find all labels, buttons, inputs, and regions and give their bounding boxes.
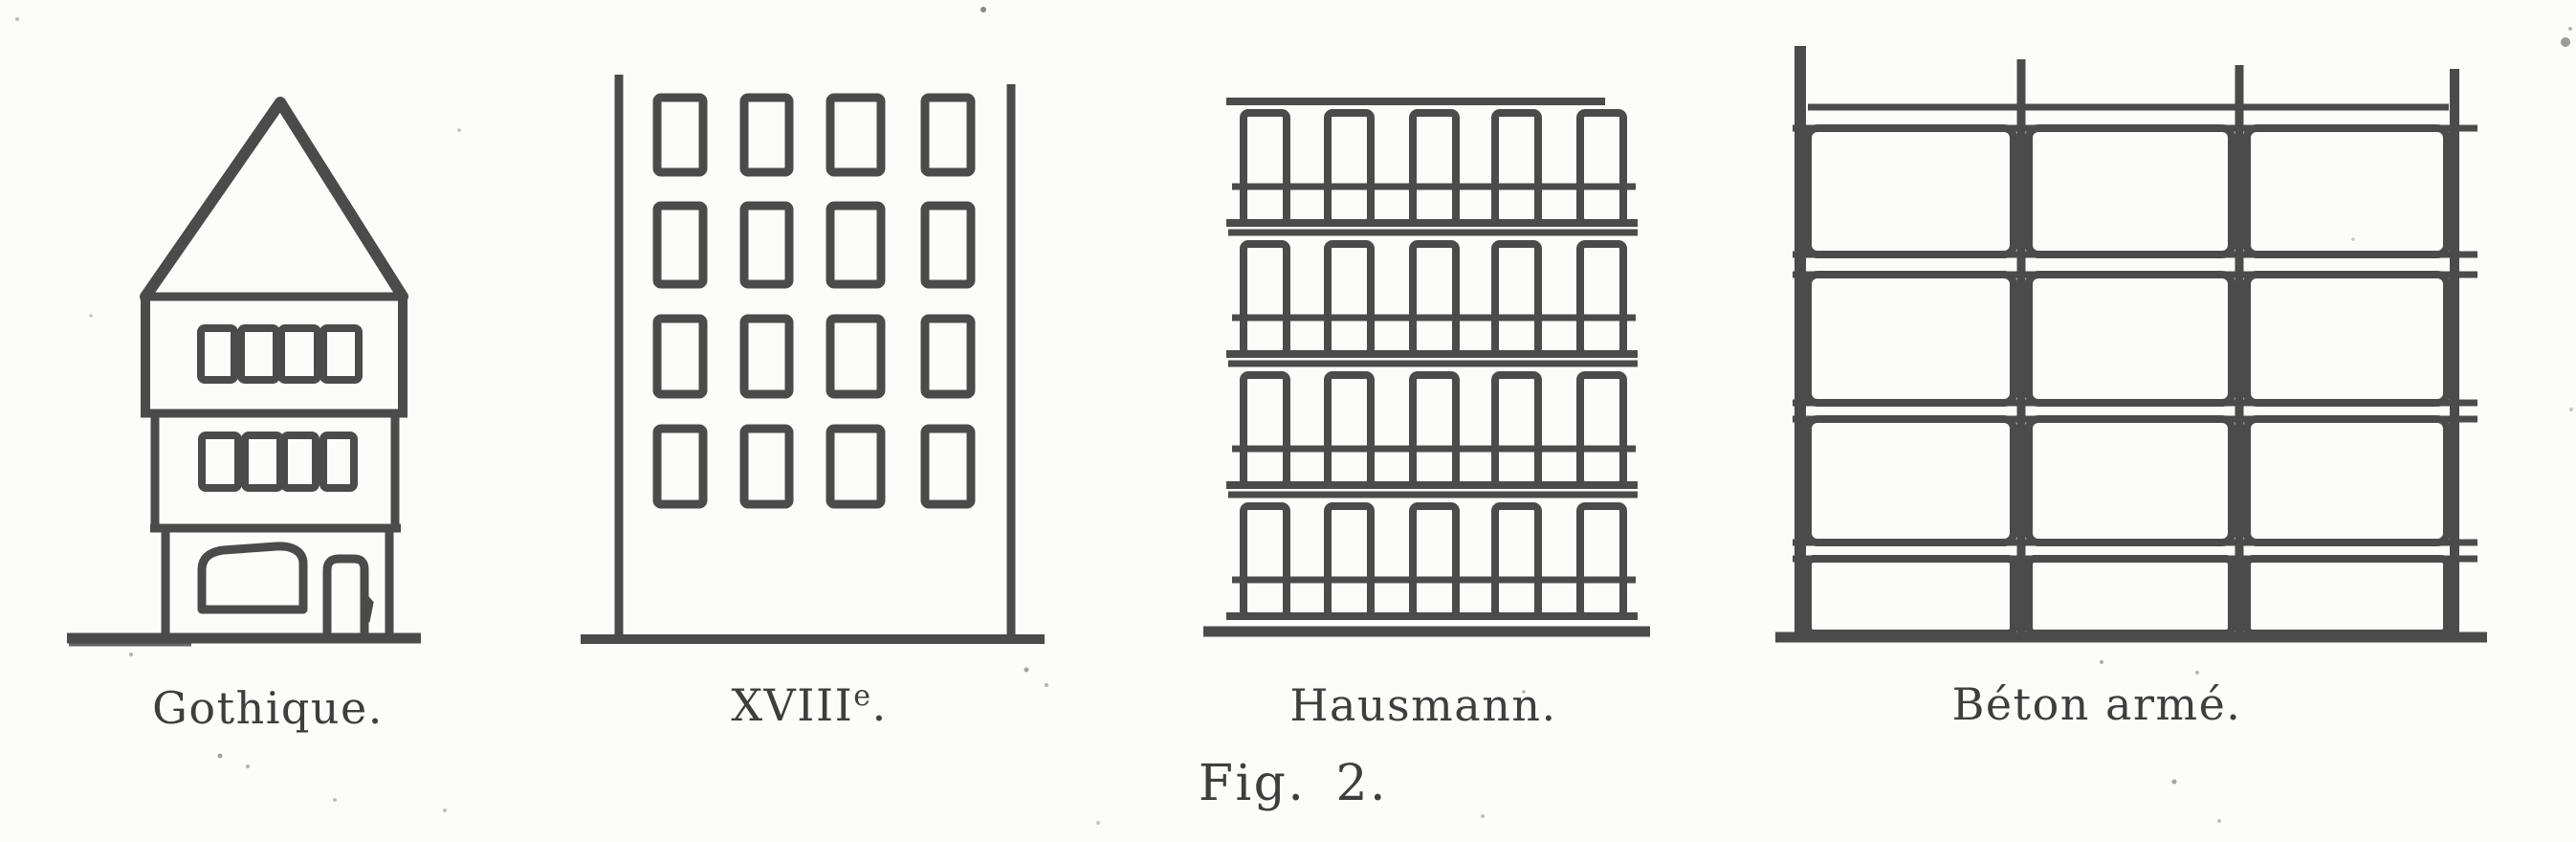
scan-speckle	[246, 764, 250, 768]
hausmann-window	[1491, 371, 1542, 489]
hausmann-window	[1240, 371, 1290, 489]
xviii-window	[739, 314, 794, 399]
hausmann-window	[1324, 109, 1375, 227]
label-gothique: Gothique.	[152, 682, 384, 734]
xviii-window	[826, 201, 886, 289]
beton-bay	[2025, 555, 2235, 637]
scan-speckle	[217, 753, 223, 759]
gothique-door-handle	[363, 593, 374, 623]
hausmann-window	[1324, 502, 1375, 620]
xviii-window	[739, 424, 794, 509]
gothique-window	[241, 432, 284, 492]
scan-speckle	[2561, 37, 2570, 47]
gothique-window	[280, 432, 319, 492]
scan-speckle	[2171, 779, 2177, 785]
xviii-window	[739, 93, 794, 177]
beton-bay	[1804, 415, 2017, 546]
hausmann-window	[1240, 502, 1290, 620]
scan-speckle	[1481, 814, 1485, 818]
gothique-building	[67, 97, 421, 647]
gothique-window	[198, 432, 242, 492]
scan-speckle	[1522, 690, 1526, 694]
beton-bay	[2025, 271, 2235, 407]
beton-bay	[2243, 555, 2451, 637]
hausmann-window	[1324, 371, 1375, 489]
beton-bay	[2025, 415, 2235, 546]
xviii-window	[920, 424, 976, 509]
scan-speckle	[1096, 821, 1100, 825]
beton-bay	[2243, 124, 2451, 258]
scan-speckle	[2351, 237, 2355, 241]
xviii-window	[826, 93, 886, 177]
scan-speckle	[2100, 660, 2103, 664]
gothique-roof	[140, 97, 408, 302]
xviii-window	[652, 201, 708, 289]
scan-speckle	[2195, 671, 2199, 675]
hausmann-window	[1409, 109, 1460, 227]
scan-speckle	[2568, 27, 2572, 31]
xviii-window	[652, 424, 708, 509]
beton-bay	[2243, 271, 2451, 407]
hausmann-window	[1240, 240, 1290, 358]
hausmann-building	[1203, 98, 1650, 637]
xviii-window	[652, 314, 708, 399]
hausmann-window	[1576, 240, 1627, 358]
xviii-window	[826, 424, 886, 509]
scan-speckles	[15, 7, 2573, 825]
xviii-window	[652, 93, 708, 177]
label-hausmann: Hausmann.	[1289, 679, 1556, 731]
xviii-window	[920, 201, 976, 289]
hausmann-window	[1409, 240, 1460, 358]
gothique-window	[277, 324, 321, 384]
figure-caption: Fig. 2.	[1199, 755, 1388, 812]
scan-speckle	[457, 128, 461, 132]
label-xviii: XVIIIe.	[731, 679, 887, 731]
scan-speckle	[2217, 819, 2221, 823]
hausmann-window	[1324, 240, 1375, 358]
label-xviii-period: .	[872, 679, 888, 731]
label-xviii-main: XVIII	[731, 679, 853, 731]
figure-labels: Gothique. XVIIIe. Hausmann. Béton armé. …	[152, 678, 2242, 812]
beton-bay	[2025, 124, 2235, 258]
beton-bay	[2243, 415, 2451, 546]
xviii-building	[581, 75, 1045, 644]
hausmann-window	[1491, 502, 1542, 620]
gothique-window	[319, 432, 358, 492]
hausmann-window	[1576, 371, 1627, 489]
scan-speckle	[980, 7, 986, 12]
hausmann-window	[1576, 109, 1627, 227]
gothique-window	[197, 324, 238, 384]
gothique-shop-window	[197, 542, 308, 614]
gothique-window	[319, 324, 363, 384]
scan-speckle	[89, 314, 93, 318]
hausmann-window	[1491, 109, 1542, 227]
xviii-window	[826, 314, 886, 399]
scan-speckle	[443, 809, 447, 812]
label-xviii-superscript: e	[853, 679, 871, 713]
hausmann-window	[1576, 502, 1627, 620]
hausmann-window	[1409, 371, 1460, 489]
xviii-window	[920, 314, 976, 399]
scan-speckle	[333, 798, 337, 802]
gothique-door	[322, 554, 369, 638]
scan-speckle	[1024, 667, 1029, 673]
hausmann-window	[1491, 240, 1542, 358]
scan-speckle	[1045, 683, 1048, 687]
gothique-window	[237, 324, 280, 384]
label-beton-arme: Béton armé.	[1952, 678, 2242, 730]
beton-bay	[1804, 555, 2017, 637]
scan-speckle	[15, 17, 19, 21]
hausmann-window	[1240, 109, 1290, 227]
xviii-window	[920, 93, 976, 177]
hausmann-window	[1409, 502, 1460, 620]
beton-bay	[1804, 124, 2017, 258]
scan-speckle	[2569, 408, 2573, 411]
beton-arme-building	[1775, 46, 2487, 643]
xviii-window	[739, 201, 794, 289]
beton-bay	[1804, 271, 2017, 407]
scan-speckle	[129, 653, 133, 656]
